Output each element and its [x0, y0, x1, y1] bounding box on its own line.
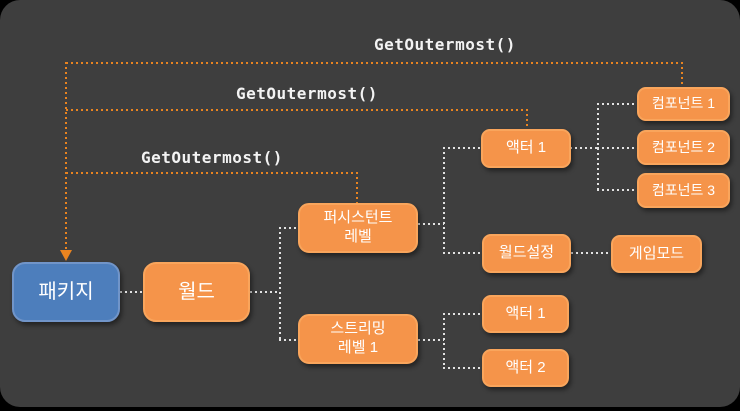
node-actor2-streaming: 액터 2 [482, 349, 569, 387]
connector-trunk-component2 [597, 147, 637, 149]
node-component-2: 컴포넌트 2 [637, 130, 730, 165]
connector-persistent-children-trunk [443, 147, 445, 253]
getoutermost-label-component: GetOutermost() [374, 35, 516, 54]
connector-trunk-streaming-actor2 [443, 367, 482, 369]
arrowhead-into-package-icon [60, 250, 72, 261]
outermost-path-component-horizontal [66, 62, 682, 64]
connector-streaming-children-trunk [443, 313, 445, 369]
connector-trunk-worldsettings [443, 252, 482, 254]
connector-world-trunk [250, 291, 280, 293]
connector-levels-trunk [279, 227, 281, 341]
node-game-mode: 게임모드 [611, 235, 702, 273]
node-actor1-persistent: 액터 1 [481, 129, 571, 168]
outermost-path-to-package [65, 62, 67, 250]
outermost-path-component-drop [681, 62, 683, 87]
connector-actor1-trunk [570, 147, 598, 149]
connector-trunk-streaming-level [279, 339, 298, 341]
outermost-path-actor-horizontal [66, 109, 527, 111]
getoutermost-label-level: GetOutermost() [141, 148, 283, 167]
node-world-settings: 월드설정 [482, 234, 571, 273]
connector-trunk-actor1 [443, 147, 481, 149]
node-actor1-streaming: 액터 1 [482, 295, 569, 333]
outermost-path-level-horizontal [66, 172, 357, 174]
connector-streaming-trunk [418, 339, 444, 341]
connector-trunk-component3 [597, 189, 637, 191]
connector-trunk-streaming-actor1 [443, 313, 482, 315]
connector-persistent-trunk [418, 223, 444, 225]
node-world: 월드 [143, 262, 250, 322]
node-streaming-level-1: 스트리밍 레벨 1 [298, 314, 418, 364]
node-persistent-level: 퍼시스턴트 레벨 [298, 203, 418, 253]
node-component-3: 컴포넌트 3 [637, 173, 730, 208]
outermost-path-actor-drop [526, 109, 528, 129]
outermost-path-level-drop [356, 172, 358, 203]
connector-trunk-component1 [597, 103, 637, 105]
node-package: 패키지 [12, 262, 120, 322]
connector-package-world [120, 291, 143, 293]
getoutermost-label-actor: GetOutermost() [236, 84, 378, 103]
node-component-1: 컴포넌트 1 [637, 87, 730, 121]
connector-trunk-persistent-level [279, 227, 298, 229]
connector-worldsettings-gamemode [571, 252, 611, 254]
